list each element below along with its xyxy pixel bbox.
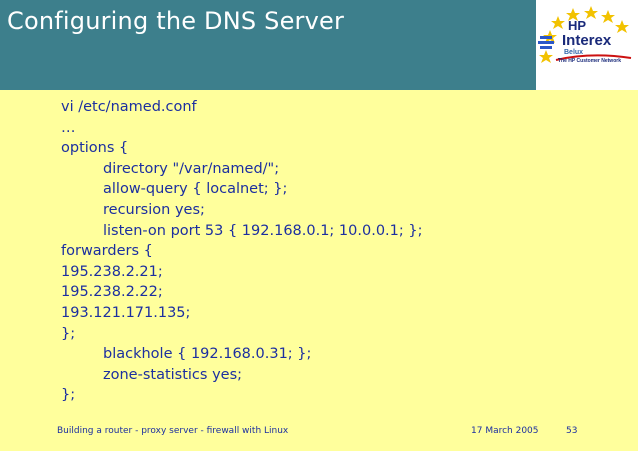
code-line: options { (61, 140, 129, 157)
code-line: listen-on port 53 { 192.168.0.1; 10.0.0.… (103, 222, 423, 239)
code-line: }; (61, 325, 76, 342)
code-line: }; (61, 387, 76, 404)
code-line: recursion yes; (103, 201, 205, 218)
hp-interex-logo: HP Interex Belux The HP Customer Network (536, 0, 638, 90)
logo-hp-text: HP (568, 18, 587, 33)
code-line: 195.238.2.21; (61, 263, 163, 280)
logo-tagline-text: The HP Customer Network (558, 58, 621, 64)
slide-title: Configuring the DNS Server (7, 7, 345, 35)
code-line: allow-query { localnet; }; (103, 181, 288, 198)
code-line: vi /etc/named.conf (61, 99, 197, 115)
logo-interex-text: Interex (562, 32, 612, 49)
footer-page-number: 53 (566, 426, 578, 436)
code-line: zone-statistics yes; (103, 366, 243, 383)
logo-belux-text: Belux (564, 49, 584, 56)
footer-title: Building a router - proxy server - firew… (57, 426, 289, 436)
logo-graphic-icon (538, 6, 632, 63)
code-line: 193.121.171.135; (61, 304, 191, 321)
footer-date: 17 March 2005 (471, 426, 539, 436)
title-bar: Configuring the DNS Server (0, 0, 638, 90)
code-block: vi /etc/named.conf … options { directory "/… (61, 97, 423, 406)
code-line: 195.238.2.22; (61, 284, 163, 301)
code-line: … (61, 119, 76, 136)
code-line: directory "/var/named/"; (103, 160, 280, 177)
code-line: forwarders { (61, 243, 153, 260)
code-line: blackhole { 192.168.0.31; }; (103, 346, 312, 363)
